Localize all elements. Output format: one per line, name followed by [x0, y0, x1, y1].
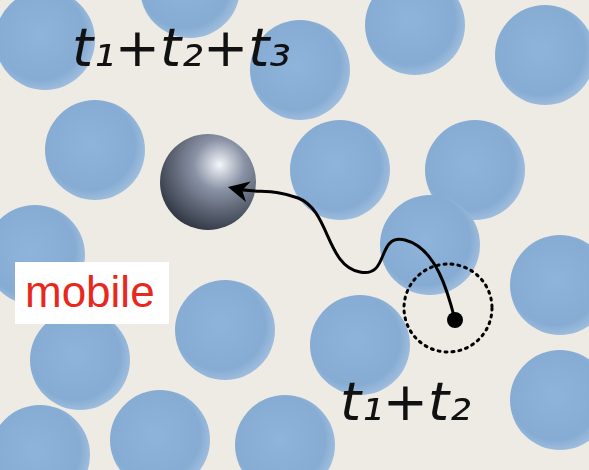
state-label: mobile — [15, 262, 169, 324]
mobile-particle — [160, 134, 256, 230]
time-label: t₁+t₂+t₃ — [72, 18, 291, 77]
trajectory — [232, 188, 455, 320]
previous-position — [404, 264, 492, 352]
time-label: t₁+t₂ — [340, 372, 471, 431]
